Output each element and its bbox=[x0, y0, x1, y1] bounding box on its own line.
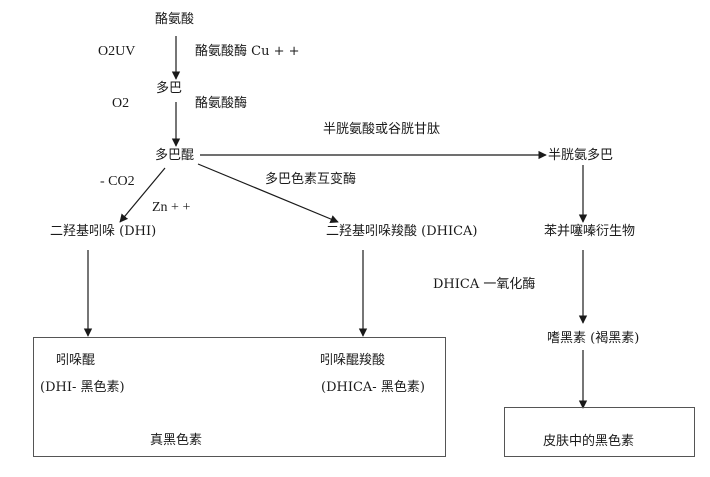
node-pheomelanin: 嗜黑素 (褐黑素) bbox=[547, 331, 640, 346]
node-tyrosine: 酪氨酸 bbox=[155, 12, 195, 27]
arrow-dopaquinone-to-dhica bbox=[197, 163, 339, 223]
node-dhi-melanin: (DHI- 黑色素) bbox=[40, 380, 125, 395]
label-dopachrome-tautomerase: 多巴色素互变酶 bbox=[265, 172, 357, 187]
node-skin-melanin: 皮肤中的黑色素 bbox=[543, 434, 635, 449]
node-benzothiazine: 苯并噻嗪衍生物 bbox=[544, 224, 636, 239]
skin-melanin-box bbox=[504, 407, 695, 457]
eumelanin-box bbox=[33, 337, 446, 457]
label-o2uv: O2UV bbox=[98, 44, 136, 59]
node-dhica-melanin: (DHICA- 黑色素) bbox=[321, 380, 425, 395]
label-minus-co2: - CO2 bbox=[100, 174, 135, 189]
node-eumelanin: 真黑色素 bbox=[150, 433, 203, 448]
label-zn: Zn + + bbox=[152, 200, 191, 215]
node-indolequinone: 吲哚醌 bbox=[56, 353, 96, 368]
label-tyrosinase-cu: 酪氨酸酶 Cu + + bbox=[195, 44, 300, 59]
label-tyrosinase: 酪氨酸酶 bbox=[195, 96, 248, 111]
node-indolequinone-carboxylic: 吲哚醌羧酸 bbox=[320, 353, 386, 368]
label-dhica-oxidase: DHICA 一氧化酶 bbox=[433, 277, 536, 292]
node-dhica: 二羟基吲哚羧酸 (DHICA) bbox=[326, 224, 478, 239]
node-cysteinyldopa: 半胱氨多巴 bbox=[548, 148, 614, 163]
arrow-dopaquinone-to-dhi bbox=[119, 167, 166, 223]
label-o2: O2 bbox=[112, 96, 130, 111]
node-dopa: 多巴 bbox=[156, 81, 183, 96]
node-dopaquinone: 多巴醌 bbox=[155, 148, 195, 163]
node-dhi: 二羟基吲哚 (DHI) bbox=[50, 224, 157, 239]
label-cysteine-glutathione: 半胱氨酸或谷胱甘肽 bbox=[323, 122, 441, 137]
